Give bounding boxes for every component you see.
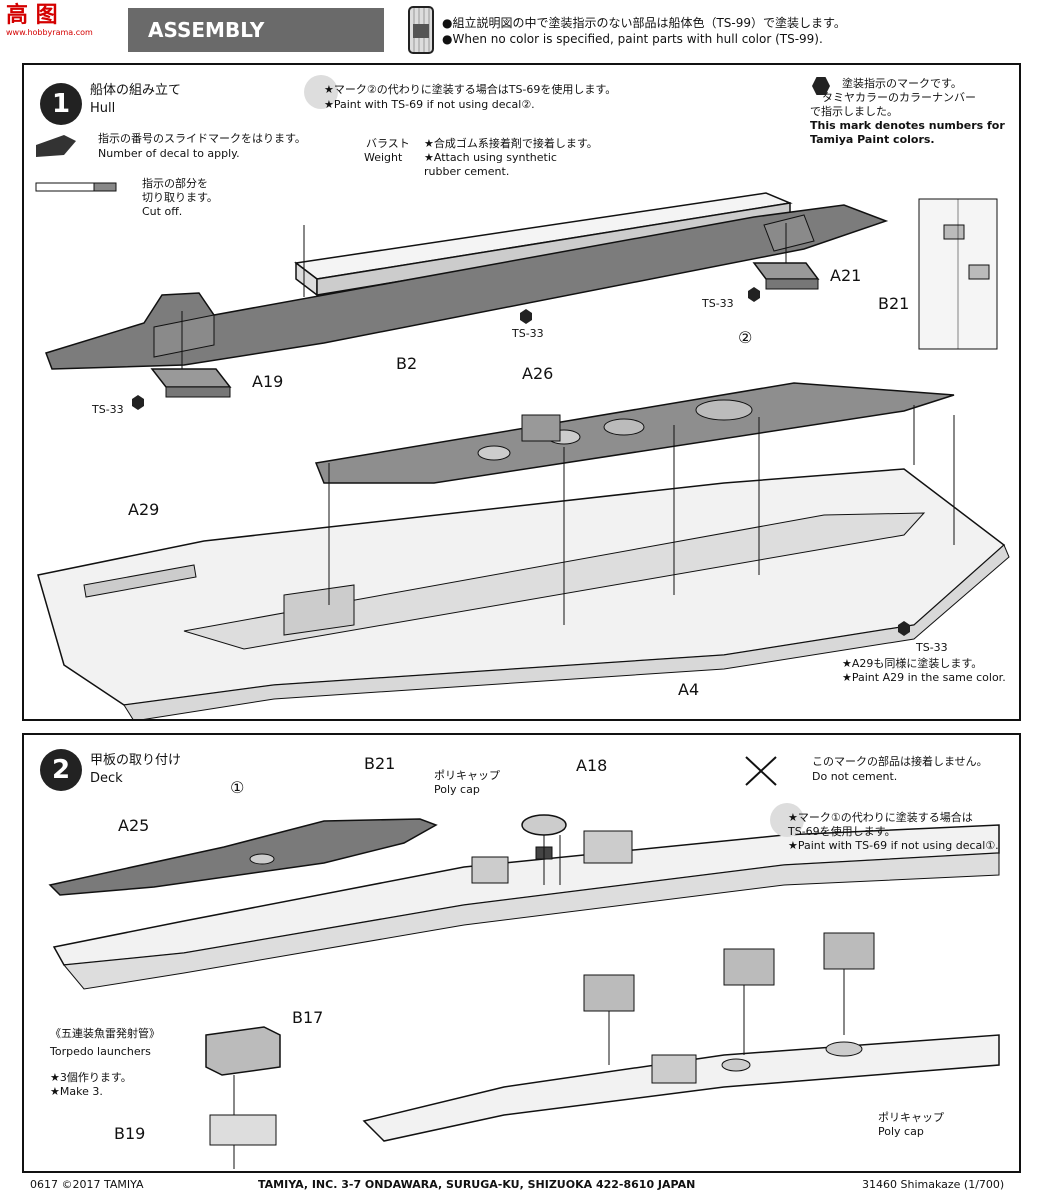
cement-en2: rubber cement.: [424, 165, 510, 178]
step1-panel: 1 船体の組み立て Hull 指示の番号のスライドマークをはります。 Numbe…: [22, 63, 1021, 721]
part-a26: A26: [522, 364, 554, 383]
decal-circle-icon: [770, 803, 804, 837]
assembly-header: ASSEMBLY: [128, 8, 384, 52]
step2-title-jp: 甲板の取り付け: [90, 753, 182, 768]
paint-ts33-a4: TS-33: [916, 641, 948, 654]
polycap2-jp: ポリキャップ: [878, 1111, 944, 1124]
cut-note-jp2: 切り取ります。: [142, 191, 218, 204]
paint-note-en: ●When no color is specified, paint parts…: [442, 32, 823, 46]
make-3-jp: ★3個作ります。: [50, 1071, 132, 1084]
torpedo-jp: 《五連装魚雷発射管》: [50, 1027, 160, 1040]
alt-paint-jp: ★マーク②の代わりに塗装する場合はTS-69を使用します。: [324, 83, 617, 96]
alt-paint-en: ★Paint with TS-69 if not using decal②.: [324, 98, 535, 111]
alt-paint-en: ★Paint with TS-69 if not using decal①.: [788, 839, 999, 852]
watermark-text: 高 图: [6, 3, 58, 28]
nocement-jp: このマークの部品は接着しません。: [812, 755, 988, 768]
step-number: 2: [40, 749, 82, 791]
make-3-en: ★Make 3.: [50, 1085, 103, 1098]
decal-note-jp: 指示の番号のスライドマークをはります。: [98, 132, 306, 145]
step1-title-jp: 船体の組み立て: [90, 83, 182, 98]
decal-circle-icon: [304, 75, 338, 109]
paint-mark-en1: This mark denotes numbers for: [810, 119, 1005, 132]
decal-1-marker: ①: [230, 778, 245, 797]
decal-note-en: Number of decal to apply.: [98, 147, 240, 160]
cement-en1: ★Attach using synthetic: [424, 151, 557, 164]
part-a18: A18: [576, 756, 608, 775]
footer-code: 0617 ©2017 TAMIYA: [30, 1178, 144, 1191]
part-b17: B17: [292, 1008, 324, 1027]
part-a25: A25: [118, 816, 150, 835]
part-b21: B21: [364, 754, 396, 773]
paint-ts33-b2: TS-33: [512, 327, 544, 340]
paint-ts33-a21: TS-33: [702, 297, 734, 310]
hull-assembly-diagram: [35, 135, 1010, 719]
part-a4: A4: [678, 680, 700, 699]
paint-note-jp: ●組立説明図の中で塗装指示のない部品は船体色（TS-99）で塗装します。: [442, 16, 846, 30]
cut-note-jp1: 指示の部分を: [142, 177, 208, 190]
alt-paint-jp2: TS-69を使用します。: [788, 825, 896, 838]
polycap-jp: ポリキャップ: [434, 769, 500, 782]
paint-mark-jp3: で指示しました。: [810, 105, 898, 118]
paint-ts33-a19: TS-33: [92, 403, 124, 416]
paint-mark-jp2: タミヤカラーのカラーナンバー: [822, 91, 976, 104]
paint-mark-en2: Tamiya Paint colors.: [810, 133, 935, 146]
cement-jp: ★合成ゴム系接着剤で接着します。: [424, 137, 598, 150]
watermark-url: www.hobbyrama.com: [6, 28, 93, 37]
torpedo-en: Torpedo launchers: [50, 1045, 151, 1058]
step-number: 1: [40, 83, 82, 125]
watermark-logo: 高 图 www.hobbyrama.com: [6, 4, 93, 38]
step2-panel: 2 甲板の取り付け Deck B21 ポリキャップ Poly cap A18 ①…: [22, 733, 1021, 1173]
deck-assembly-diagram: [48, 756, 1000, 1169]
footer-item: 31460 Shimakaze (1/700): [862, 1178, 1005, 1191]
part-a21: A21: [830, 266, 862, 285]
nocement-en: Do not cement.: [812, 770, 898, 783]
alt-paint-jp1: ★マーク①の代わりに塗装する場合は: [788, 811, 973, 824]
part-a19: A19: [252, 372, 284, 391]
footer-address: TAMIYA, INC. 3-7 ONDAWARA, SURUGA-KU, SH…: [258, 1178, 696, 1191]
cut-note-en: Cut off.: [142, 205, 183, 218]
decal-2-marker: ②: [738, 328, 753, 347]
step1-title-en: Hull: [90, 101, 116, 116]
a29-note-en: ★Paint A29 in the same color.: [842, 671, 1006, 684]
ballast-jp: バラスト: [366, 137, 410, 150]
paint-can-icon: [408, 6, 434, 54]
part-b21: B21: [878, 294, 910, 313]
polycap2-en: Poly cap: [878, 1125, 924, 1138]
ballast-en: Weight: [364, 151, 403, 164]
polycap-en: Poly cap: [434, 783, 480, 796]
part-b19: B19: [114, 1124, 146, 1143]
step2-title-en: Deck: [90, 771, 123, 786]
paint-mark-jp1: 塗装指示のマークです。: [842, 77, 962, 90]
part-a29: A29: [128, 500, 160, 519]
a29-note-jp: ★A29も同様に塗装します。: [842, 657, 983, 670]
paint-mark-hex-icon: [812, 77, 830, 95]
part-b2: B2: [396, 354, 418, 373]
